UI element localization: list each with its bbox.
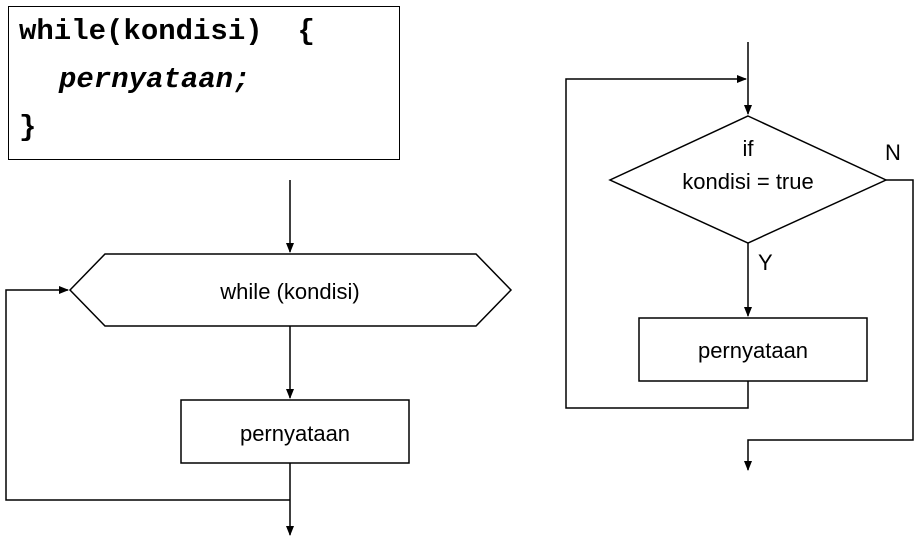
while-hexagon	[68, 253, 513, 327]
left-flowchart: while (kondisi) pernyataan	[5, 180, 513, 536]
code-box: while(kondisi) { pernyataan; }	[8, 6, 400, 160]
condition-if-label: if	[743, 136, 755, 161]
right-flowchart: if kondisi = true Y pernyataan N	[565, 42, 914, 471]
code-line-while: while(kondisi) {	[19, 15, 315, 48]
right-statement-label: pernyataan	[698, 338, 808, 363]
left-loop-back-arrow	[5, 286, 290, 501]
yes-label: Y	[758, 250, 773, 275]
right-loop-back-arrow	[565, 75, 749, 409]
code-line-statement: pernyataan;	[59, 63, 251, 96]
right-statement-box	[638, 317, 868, 382]
no-exit-arrow	[744, 179, 914, 471]
condition-expression-label: kondisi = true	[682, 169, 813, 194]
no-label: N	[885, 140, 901, 165]
while-label: while (kondisi)	[219, 279, 359, 304]
left-statement-box	[180, 399, 410, 464]
left-statement-label: pernyataan	[240, 421, 350, 446]
code-line-close-brace: }	[19, 111, 37, 144]
